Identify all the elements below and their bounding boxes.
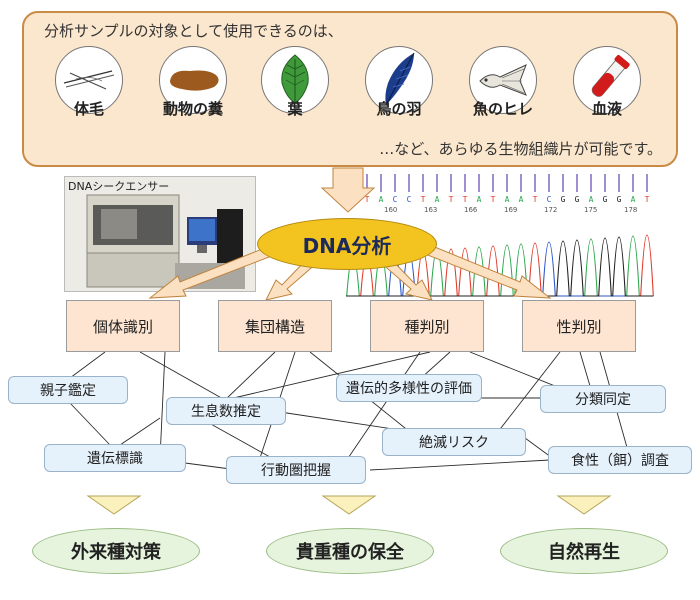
task-parentage-testing: 親子鑑定: [8, 376, 128, 404]
base-position-label: 172: [544, 206, 557, 214]
sample-leaf: 葉: [258, 46, 332, 118]
feather-icon: [365, 46, 433, 114]
goal-invasive-species-control: 外来種対策: [32, 528, 200, 574]
base-call-letter: T: [449, 195, 454, 204]
task-population-estimation: 生息数推定: [166, 397, 286, 425]
task-taxonomic-identification: 分類同定: [540, 385, 666, 413]
task-diet-survey: 食性（餌）調査: [548, 446, 692, 474]
base-call-letter: A: [589, 195, 594, 204]
goal-rare-species-conservation: 貴重種の保全: [266, 528, 434, 574]
base-call-letter: A: [631, 195, 636, 204]
sample-blood: 血液: [570, 46, 644, 118]
base-call-letter: A: [519, 195, 524, 204]
method-individual-identification: 個体識別: [66, 300, 180, 352]
base-call-letter: T: [365, 195, 370, 204]
sample-panel-footer: …など、あらゆる生物組織片が可能です。: [379, 140, 662, 158]
base-call-letter: T: [421, 195, 426, 204]
base-call-letter: A: [379, 195, 384, 204]
sample-label: 体毛: [73, 100, 104, 118]
method-sex-identification: 性判別: [522, 300, 636, 352]
sample-feather: 鳥の羽: [362, 46, 436, 118]
base-position-label: 166: [464, 206, 478, 214]
chromatogram-trace: ATACCTATTATAATCGGAGGAT160163166169172175…: [346, 174, 654, 297]
method-species-identification: 種判別: [370, 300, 484, 352]
base-position-label: 169: [504, 206, 517, 214]
hair-icon: [55, 46, 123, 114]
down-triangle-icon: [556, 495, 612, 515]
down-arrow-icon: [320, 167, 376, 213]
blood-tube-icon: [573, 46, 641, 114]
sample-label: 魚のヒレ: [472, 100, 533, 118]
sample-label: 血液: [591, 100, 622, 118]
sample-dung: 動物の糞: [156, 46, 230, 118]
down-triangle-icon: [86, 495, 142, 515]
down-triangle-icon: [321, 495, 377, 515]
base-call-letter: G: [603, 195, 608, 204]
base-call-letter: T: [533, 195, 538, 204]
sample-label: 鳥の羽: [376, 100, 422, 118]
task-extinction-risk: 絶滅リスク: [382, 428, 526, 456]
base-call-letter: G: [561, 195, 566, 204]
base-call-letter: G: [575, 195, 580, 204]
base-position-label: 178: [624, 206, 637, 214]
sample-panel-title: 分析サンプルの対象として使用できるのは、: [44, 22, 343, 40]
base-call-letter: G: [617, 195, 622, 204]
sample-label: 葉: [287, 100, 303, 118]
base-call-letter: C: [393, 195, 398, 204]
base-call-letter: T: [491, 195, 496, 204]
task-home-range: 行動圏把握: [226, 456, 366, 484]
goal-nature-restoration: 自然再生: [500, 528, 668, 574]
base-position-label: 160: [384, 206, 397, 214]
sequencer-label: DNAシークエンサー: [68, 180, 170, 193]
base-call-letter: T: [645, 195, 650, 204]
sample-hair: 体毛: [52, 46, 126, 118]
base-position-label: 175: [584, 206, 597, 214]
trace-g: [346, 236, 654, 297]
sample-fish-fin: 魚のヒレ: [466, 46, 540, 118]
dung-icon: [159, 46, 227, 114]
base-call-letter: A: [435, 195, 440, 204]
base-call-letter: T: [463, 195, 468, 204]
base-call-letter: C: [407, 195, 412, 204]
task-genetic-marker: 遺伝標識: [44, 444, 186, 472]
base-call-letter: A: [477, 195, 482, 204]
base-call-letter: A: [505, 195, 510, 204]
sample-label: 動物の糞: [162, 100, 223, 118]
task-genetic-diversity: 遺伝的多様性の評価: [336, 374, 482, 402]
dna-analysis-node: DNA分析: [257, 218, 437, 270]
fish-fin-icon: [469, 46, 537, 114]
method-population-structure: 集団構造: [218, 300, 332, 352]
leaf-icon: [261, 46, 329, 114]
arrow-to-method-icon: [419, 242, 552, 299]
sample-panel: [22, 11, 678, 167]
base-position-label: 163: [424, 206, 437, 214]
base-call-letter: C: [547, 195, 552, 204]
